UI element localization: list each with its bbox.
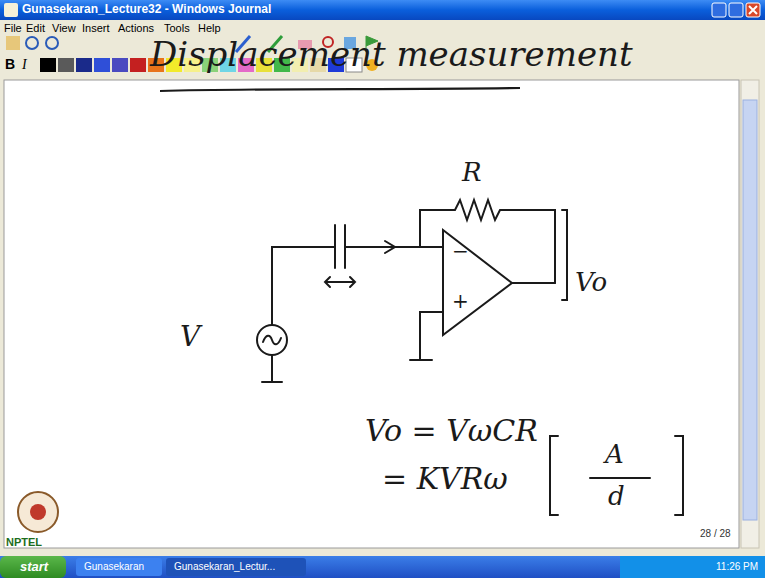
hand-icon xyxy=(6,36,20,50)
resistor-symbol xyxy=(420,200,555,283)
ground-symbol xyxy=(410,312,443,360)
wire xyxy=(512,282,555,284)
opamp-symbol xyxy=(443,230,512,335)
signal-label: V xyxy=(180,322,200,353)
circuit xyxy=(257,200,683,515)
close-cross xyxy=(749,6,757,14)
minimize-button xyxy=(712,3,726,17)
nptel-logo xyxy=(30,504,46,520)
scrollbar xyxy=(741,80,759,548)
displacement-arrow xyxy=(325,277,355,287)
pin-label: − xyxy=(452,240,469,262)
system-tray xyxy=(620,556,765,578)
signal-label: Vo xyxy=(575,268,607,297)
clock: 11:26 PM xyxy=(716,561,758,572)
color-swatch xyxy=(58,58,74,72)
window-title: Gunasekaran_Lecture32 - Windows Journal xyxy=(22,3,271,16)
underline xyxy=(160,88,520,91)
wire xyxy=(272,247,335,325)
taskbar-button xyxy=(166,558,306,576)
zoom-icon xyxy=(26,37,38,49)
component-label: R xyxy=(462,158,482,187)
taskbar xyxy=(0,556,765,578)
menu-item: Actions xyxy=(118,22,154,34)
title-bar xyxy=(0,0,765,20)
menu-item: View xyxy=(52,22,76,34)
fraction-bar xyxy=(590,477,650,479)
current-arrow xyxy=(385,241,395,253)
equation: = KVRω xyxy=(382,462,508,495)
color-swatch xyxy=(112,58,128,72)
journal-page xyxy=(4,80,739,548)
taskbar-label: Gunasekaran_Lectur... xyxy=(174,561,275,572)
ground-symbol xyxy=(262,355,282,382)
start-button xyxy=(0,556,66,578)
bold-button: B xyxy=(5,57,15,72)
bracket xyxy=(675,436,683,515)
maximize-button xyxy=(729,3,743,17)
scroll-thumb xyxy=(743,100,757,520)
start-label: start xyxy=(20,560,48,574)
taskbar-button xyxy=(76,558,162,576)
color-swatch xyxy=(94,58,110,72)
app-icon xyxy=(4,3,18,17)
taskbar-label: Gunasekaran xyxy=(84,561,144,572)
color-swatch xyxy=(40,58,56,72)
capacitor-symbol xyxy=(335,225,345,268)
bracket xyxy=(550,436,558,515)
page-heading: Displacement measurement xyxy=(150,36,633,73)
zoom-icon xyxy=(46,37,58,49)
logo-text: NPTEL xyxy=(6,536,42,548)
menu-item: Insert xyxy=(82,22,110,34)
equation-term: A xyxy=(605,440,624,469)
output-bracket xyxy=(562,210,567,300)
close-button xyxy=(746,3,760,17)
sine-symbol xyxy=(263,336,281,345)
nptel-logo xyxy=(18,492,58,532)
equation: Vo = VωCR xyxy=(365,414,538,447)
menu-item: File xyxy=(4,22,22,34)
menu-item: Edit xyxy=(26,22,45,34)
color-swatch xyxy=(130,58,146,72)
menu-item: Help xyxy=(198,22,221,34)
page-counter: 28 / 28 xyxy=(700,528,731,539)
italic-button: I xyxy=(22,57,27,72)
ac-source-symbol xyxy=(257,325,287,355)
menu-item: Tools xyxy=(164,22,190,34)
pin-label: + xyxy=(452,290,469,312)
equation-term: d xyxy=(608,482,625,511)
color-swatch xyxy=(76,58,92,72)
